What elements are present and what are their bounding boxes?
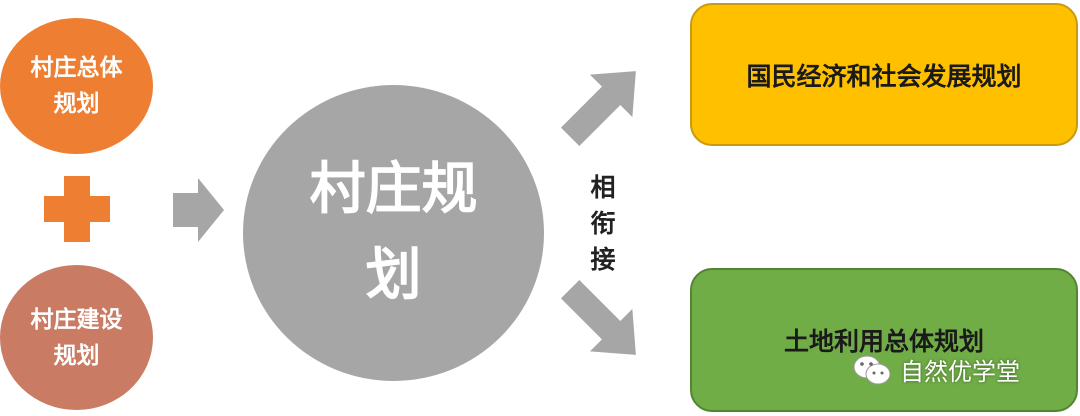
watermark: 自然优学堂 (852, 352, 1020, 387)
wechat-icon (853, 355, 891, 384)
watermark-text: 自然优学堂 (900, 358, 1020, 386)
village-construction-plan-line1: 村庄建设 (30, 306, 123, 333)
village-overall-plan-line1: 村庄总体 (30, 55, 123, 81)
economic-social-plan-label: 国民经济和社会发展规划 (746, 61, 1022, 91)
plus-sign-vertical (64, 176, 90, 242)
village-construction-plan-circle: 村庄建设 规划 (0, 265, 153, 410)
connection-label: 相 衔 接 (580, 170, 626, 278)
down-right-arrow (560, 279, 636, 355)
village-construction-plan-line2: 规划 (53, 342, 100, 369)
economic-social-plan-box: 国民经济和社会发展规划 (690, 3, 1078, 146)
village-plan-main-circle: 村庄规 划 (243, 85, 544, 381)
up-right-arrow (560, 71, 636, 147)
connection-label-char3: 接 (590, 245, 616, 274)
right-arrow (173, 178, 224, 242)
village-overall-plan-line2: 规划 (53, 91, 100, 117)
village-overall-plan-circle: 村庄总体 规划 (0, 18, 153, 154)
village-plan-main-line2: 划 (365, 243, 422, 308)
land-use-plan-label: 土地利用总体规划 (783, 327, 984, 356)
village-plan-main-line1: 村庄规 (309, 157, 478, 222)
connection-label-char2: 衔 (590, 209, 616, 238)
connection-label-char1: 相 (590, 173, 616, 202)
land-use-plan-box: 土地利用总体规划 (690, 268, 1078, 412)
